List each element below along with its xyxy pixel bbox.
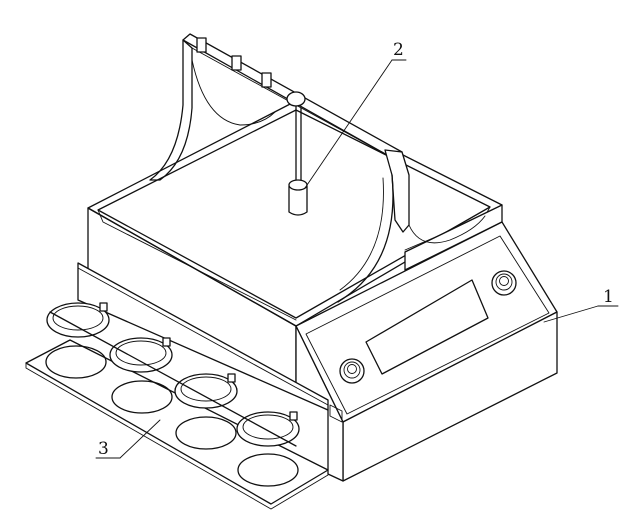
leader-line-2 bbox=[304, 59, 393, 189]
well-3 bbox=[175, 416, 237, 450]
probe-top bbox=[288, 179, 308, 191]
rail-clamp-3 bbox=[261, 72, 272, 88]
plate-base-edge bbox=[25, 362, 329, 510]
knob-left bbox=[339, 358, 365, 384]
arm-right-side-curve bbox=[408, 215, 486, 244]
ring-2 bbox=[109, 337, 173, 373]
arm-right-curve-outer bbox=[337, 174, 394, 303]
rail-clamp-2 bbox=[231, 55, 242, 71]
rail-knob bbox=[286, 91, 306, 107]
hinge-clip bbox=[329, 404, 343, 423]
well-2 bbox=[111, 380, 173, 414]
probe bbox=[288, 185, 308, 216]
callout-3: 3 bbox=[95, 419, 161, 459]
display-window bbox=[365, 279, 489, 375]
tray-body bbox=[87, 100, 503, 395]
well-1 bbox=[45, 345, 107, 379]
arm-right-column bbox=[384, 149, 410, 233]
callout-label-3: 3 bbox=[98, 439, 109, 459]
arm-left-post bbox=[149, 39, 193, 181]
leader-line-1 bbox=[543, 305, 599, 323]
tray-inner-wall bbox=[97, 209, 297, 321]
plate-holder-edge bbox=[77, 267, 329, 406]
well-4 bbox=[237, 453, 299, 487]
callout-label-2: 2 bbox=[393, 40, 404, 60]
control-block bbox=[295, 221, 558, 482]
handle-bar bbox=[49, 311, 297, 447]
knob-right bbox=[491, 270, 517, 296]
arm-left-curve bbox=[191, 59, 276, 126]
ring-3 bbox=[174, 373, 238, 409]
control-panel-inset bbox=[305, 235, 550, 415]
leader-line-3 bbox=[119, 419, 161, 459]
callout-1: 1 bbox=[543, 287, 619, 323]
arm-frame bbox=[149, 33, 486, 303]
rail-clamp-1 bbox=[196, 37, 207, 53]
callout-2: 2 bbox=[304, 40, 407, 189]
tray-right-face bbox=[404, 204, 503, 271]
ring-4 bbox=[236, 411, 300, 447]
ring-1 bbox=[46, 302, 110, 338]
arm-right-curve-inner bbox=[339, 177, 384, 291]
callout-label-1: 1 bbox=[603, 287, 614, 307]
sample-plate bbox=[25, 262, 329, 510]
